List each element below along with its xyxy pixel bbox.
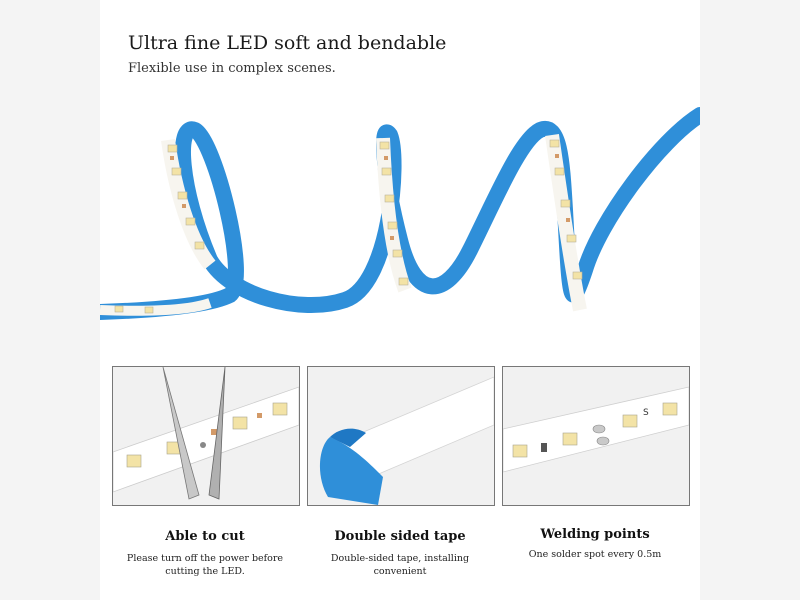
welding-points-illustration: S [503,367,689,505]
page-title: Ultra fine LED soft and bendable [128,32,447,54]
scissors-cut-illustration [113,367,299,505]
feature-title-cut: Able to cut [165,529,245,544]
feature-desc-cut-2: cutting the LED. [165,566,245,577]
welding-image-panel: S [502,366,690,506]
page-subtitle: Flexible use in complex scenes. [128,61,336,76]
feature-desc-tape-1: Double-sided tape, installing [330,553,470,564]
feature-desc-welding-1: One solder spot every 0.5m [528,549,662,560]
tape-image-panel [307,366,495,506]
feature-title-welding: Welding points [540,527,650,542]
product-card: Ultra fine LED soft and bendable Flexibl… [100,0,700,600]
svg-text:S: S [643,408,649,418]
feature-desc-tape-2: convenient [373,566,427,577]
feature-title-tape: Double sided tape [334,529,466,544]
led-strip-hero-image [100,107,700,320]
double-sided-tape-illustration [308,367,494,505]
cut-image-panel [112,366,300,506]
feature-desc-cut-1: Please turn off the power before [126,553,284,564]
